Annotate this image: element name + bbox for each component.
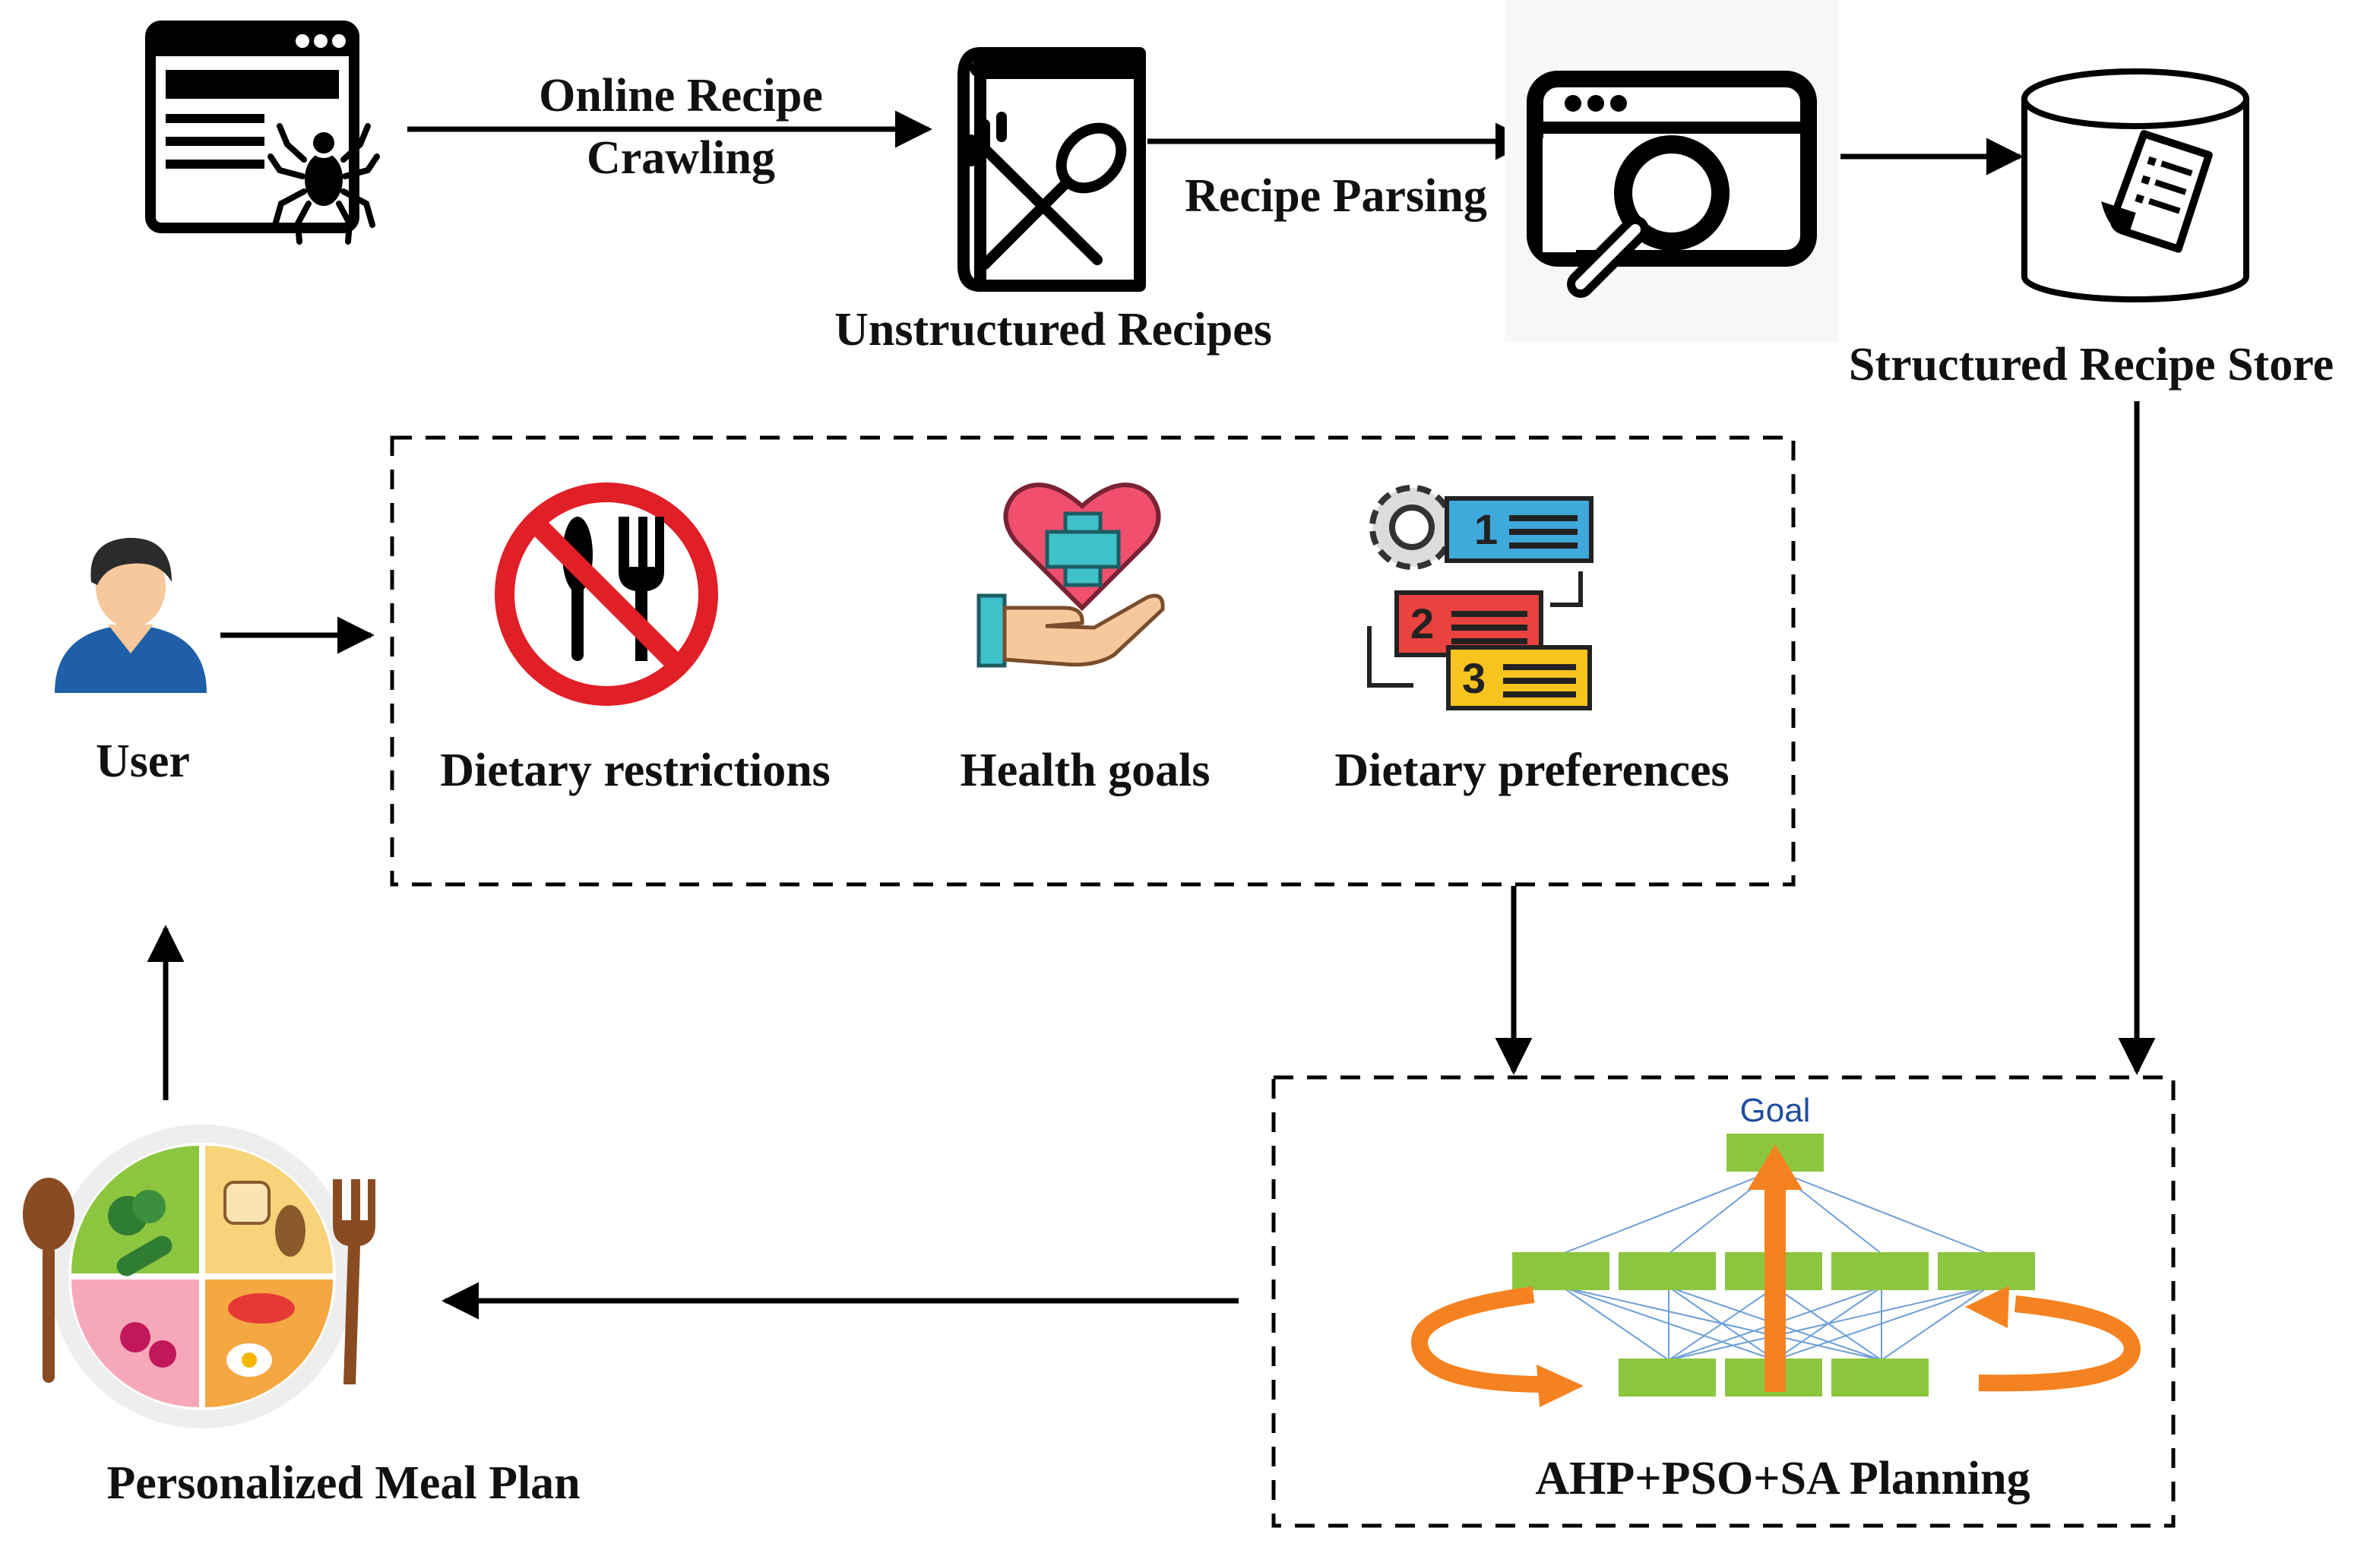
user-requirements-box xyxy=(390,435,1796,887)
goal-label: Goal xyxy=(1740,1092,1811,1129)
unstructured-recipes-label: Unstructured Recipes xyxy=(834,304,1272,356)
preference-list-icon: 1 2 3 xyxy=(1367,485,1594,710)
structured-recipe-store-label: Structured Recipe Store xyxy=(1849,339,2334,391)
planning-label: AHP+PSO+SA Planning xyxy=(1535,1453,2030,1504)
gear-icon xyxy=(1369,485,1454,570)
crawling-label-line2: Crawling xyxy=(587,132,775,184)
preference-number-3: 3 xyxy=(1462,654,1486,702)
ahp-pso-network-icon: Goal xyxy=(1411,1092,2141,1407)
web-crawler-icon xyxy=(145,21,380,245)
spider-icon xyxy=(267,123,380,245)
recipe-parsing-label: Recipe Parsing xyxy=(1185,170,1487,222)
user-avatar-icon xyxy=(55,537,207,693)
health-goals-label: Health goals xyxy=(961,745,1211,796)
planning-box xyxy=(1271,1075,2176,1528)
meal-plate-icon xyxy=(23,1125,375,1428)
preference-number-1: 1 xyxy=(1474,505,1498,553)
document-icon xyxy=(2101,130,2213,253)
recipe-book-icon xyxy=(957,47,1146,292)
browser-search-icon xyxy=(1505,0,1839,342)
dietary-restrictions-label: Dietary restrictions xyxy=(440,745,831,796)
user-label: User xyxy=(96,735,190,787)
heart-care-icon xyxy=(976,482,1165,668)
dietary-preferences-label: Dietary preferences xyxy=(1334,745,1729,796)
personalized-meal-plan-label: Personalized Meal Plan xyxy=(106,1457,580,1509)
preference-number-2: 2 xyxy=(1410,599,1434,647)
no-food-icon xyxy=(495,482,718,706)
database-icon xyxy=(2021,68,2249,302)
crawling-label-line1: Online Recipe xyxy=(539,70,823,122)
